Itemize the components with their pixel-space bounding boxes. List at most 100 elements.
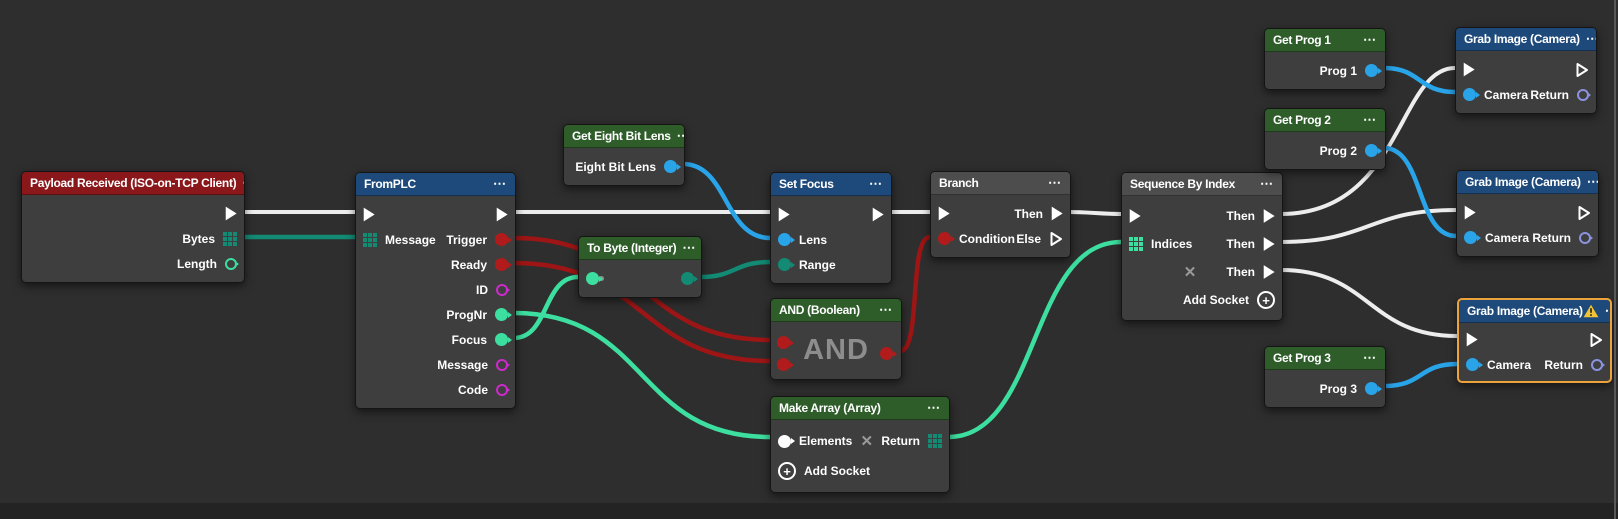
return-port[interactable] [1577, 88, 1591, 101]
eight-bit-lens-port[interactable] [664, 160, 681, 173]
code-port[interactable] [496, 383, 510, 396]
node-header[interactable]: Payload Received (ISO-on-TCP Client) ⋯ [22, 172, 244, 195]
node-set-focus[interactable]: Set Focus ⋯ Lens Range [770, 172, 892, 284]
wire-prog3-to-grab3-camera[interactable] [1381, 361, 1460, 389]
node-to-byte[interactable]: To Byte (Integer) ⋯ [578, 236, 702, 298]
prog2-port[interactable] [1365, 144, 1382, 157]
node-header[interactable]: Get Eight Bit Lens ⋯ [564, 125, 684, 148]
node-sequence-by-index[interactable]: Sequence By Index ⋯ Then Indices Then ✕ … [1121, 172, 1283, 321]
prog1-port[interactable] [1365, 64, 1382, 77]
node-header[interactable]: Grab Image (Camera) ⋯ [1457, 171, 1598, 194]
node-menu-icon[interactable]: ⋯ [1048, 175, 1062, 190]
node-menu-icon[interactable]: ⋯ [493, 176, 507, 191]
node-menu-icon[interactable]: ⋯ [1260, 176, 1274, 191]
node-menu-icon[interactable]: ⋯ [671, 129, 684, 142]
node-fromplc[interactable]: FromPLC ⋯ Message Trigger Ready ID ProgN… [355, 172, 516, 409]
wire-tobyte-to-setfocus-range[interactable] [697, 259, 773, 280]
exec-out-port[interactable] [225, 206, 237, 221]
exec-out-port[interactable] [496, 207, 508, 222]
node-header[interactable]: Grab Image (Camera) ⋯ [1456, 28, 1596, 51]
message-port[interactable] [363, 232, 377, 247]
exec-out-port[interactable] [1577, 205, 1591, 221]
then-exec-port[interactable] [1051, 206, 1063, 221]
else-exec-port[interactable] [1049, 231, 1063, 247]
node-header[interactable]: To Byte (Integer) ⋯ [579, 237, 701, 260]
node-header[interactable]: AND (Boolean) ⋯ [771, 299, 901, 322]
wire-focus-to-tobyte[interactable] [511, 274, 581, 341]
exec-in-port[interactable] [938, 206, 950, 221]
node-make-array[interactable]: Make Array (Array) ⋯ Elements ✕ Return +… [770, 396, 950, 493]
wire-exec-branch-then-to-sequence[interactable] [1067, 210, 1123, 216]
node-header[interactable]: Branch ⋯ [931, 172, 1070, 195]
camera-port[interactable] [1464, 231, 1481, 244]
node-payload-received[interactable]: Payload Received (ISO-on-TCP Client) ⋯ B… [21, 171, 245, 283]
node-get-prog-1[interactable]: Get Prog 1 ⋯ Prog 1 [1264, 28, 1386, 90]
then3-exec-port[interactable] [1263, 265, 1275, 279]
then1-exec-port[interactable] [1263, 209, 1275, 223]
node-menu-icon[interactable]: ⋯ [879, 302, 893, 317]
remove-socket-icon[interactable]: ✕ [1183, 263, 1197, 281]
message-out-port[interactable] [496, 358, 510, 371]
and-out-port[interactable] [880, 347, 897, 360]
node-grab-image-2[interactable]: Grab Image (Camera) ⋯ Camera Return [1456, 170, 1599, 257]
node-header[interactable]: Get Prog 3 ⋯ [1265, 347, 1385, 370]
indices-port[interactable] [1129, 237, 1143, 251]
exec-in-port[interactable] [778, 207, 790, 222]
and-in2-port[interactable] [777, 358, 794, 371]
node-menu-icon[interactable]: ⋯ [1363, 112, 1377, 127]
prognr-port[interactable] [495, 308, 512, 321]
remove-socket-icon[interactable]: ✕ [860, 432, 874, 450]
exec-out-port[interactable] [1589, 332, 1603, 348]
lens-port[interactable] [778, 233, 795, 246]
node-header[interactable]: Get Prog 1 ⋯ [1265, 29, 1385, 52]
node-menu-icon[interactable]: ⋯ [1599, 304, 1610, 317]
wire-eightbitlens-to-setfocus-lens[interactable] [680, 161, 773, 241]
wire-prog1-to-grab1-camera[interactable] [1381, 65, 1458, 95]
node-header[interactable]: Get Prog 2 ⋯ [1265, 109, 1385, 132]
add-socket-icon[interactable]: + [778, 462, 796, 480]
prog3-port[interactable] [1365, 382, 1382, 395]
node-header[interactable]: FromPLC ⋯ [356, 173, 515, 196]
exec-in-port[interactable] [363, 207, 375, 222]
wire-exec-sequence-then1-to-grab1[interactable] [1279, 66, 1457, 216]
exec-out-port[interactable] [872, 207, 884, 222]
node-get-prog-2[interactable]: Get Prog 2 ⋯ Prog 2 [1264, 108, 1386, 170]
node-header[interactable]: Set Focus ⋯ [771, 173, 891, 196]
exec-in-port[interactable] [1464, 205, 1476, 220]
wire-prognr-to-makearray-elements[interactable] [511, 310, 773, 440]
exec-out-port[interactable] [1575, 62, 1589, 78]
node-menu-icon[interactable]: ⋯ [1580, 32, 1596, 45]
id-port[interactable] [496, 283, 510, 296]
wire-ready-to-and-in2[interactable] [511, 260, 773, 364]
node-get-eight-bit-lens[interactable]: Get Eight Bit Lens ⋯ Eight Bit Lens [563, 124, 685, 186]
array-port[interactable] [223, 231, 237, 246]
node-menu-icon[interactable]: ⋯ [682, 240, 697, 255]
elements-port[interactable] [778, 434, 795, 448]
wire-prog2-to-grab2-camera[interactable] [1381, 145, 1459, 239]
ready-port[interactable] [495, 258, 512, 271]
node-menu-icon[interactable]: ⋯ [1363, 350, 1377, 365]
tobyte-in-port[interactable] [586, 272, 603, 285]
node-header[interactable]: Grab Image (Camera) ⋯ [1459, 300, 1610, 323]
add-socket-icon[interactable]: + [1257, 291, 1275, 309]
node-grab-image-1[interactable]: Grab Image (Camera) ⋯ Camera Return [1455, 27, 1597, 114]
exec-in-port[interactable] [1466, 332, 1478, 347]
camera-port[interactable] [1463, 88, 1480, 101]
node-header[interactable]: Sequence By Index ⋯ [1122, 173, 1282, 196]
and-in1-port[interactable] [777, 336, 794, 349]
node-get-prog-3[interactable]: Get Prog 3 ⋯ Prog 3 [1264, 346, 1386, 408]
then2-exec-port[interactable] [1263, 237, 1275, 251]
tobyte-out-port[interactable] [681, 272, 698, 285]
wire-exec-sequence-then3-to-grab3[interactable] [1279, 268, 1459, 338]
node-menu-icon[interactable]: ⋯ [927, 400, 941, 415]
range-port[interactable] [778, 258, 795, 271]
node-menu-icon[interactable]: ⋯ [236, 176, 244, 189]
node-and-boolean[interactable]: AND (Boolean) ⋯ AND [770, 298, 902, 380]
camera-port[interactable] [1466, 358, 1483, 371]
trigger-port[interactable] [495, 233, 512, 246]
focus-port[interactable] [495, 333, 512, 346]
wire-makearray-return-to-sequence-indices[interactable] [945, 239, 1124, 440]
return-array-port[interactable] [927, 434, 942, 448]
node-menu-icon[interactable]: ⋯ [1363, 32, 1377, 47]
